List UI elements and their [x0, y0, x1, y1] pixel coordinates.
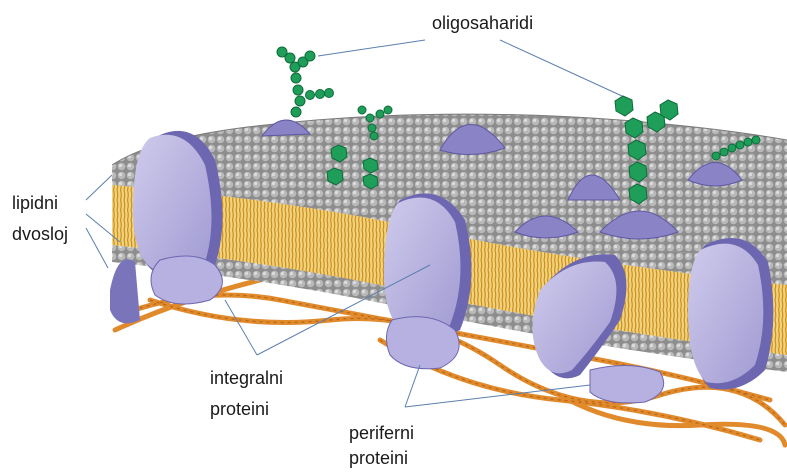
integral-protein-center [384, 193, 471, 368]
label-oligosaccharides: oligosaharidi [432, 10, 533, 36]
label-lipid-bilayer-line2: dvosloj [12, 221, 68, 247]
label-integral-proteins-line1: integralni [210, 365, 283, 391]
label-peripheral-proteins-line1: periferni [349, 420, 414, 446]
integral-protein-right-2 [688, 238, 773, 390]
label-integral-proteins-line2: proteini [210, 396, 269, 422]
label-peripheral-proteins-line2: proteini [349, 445, 408, 471]
label-lipid-bilayer-line1: lipidni [12, 190, 58, 216]
